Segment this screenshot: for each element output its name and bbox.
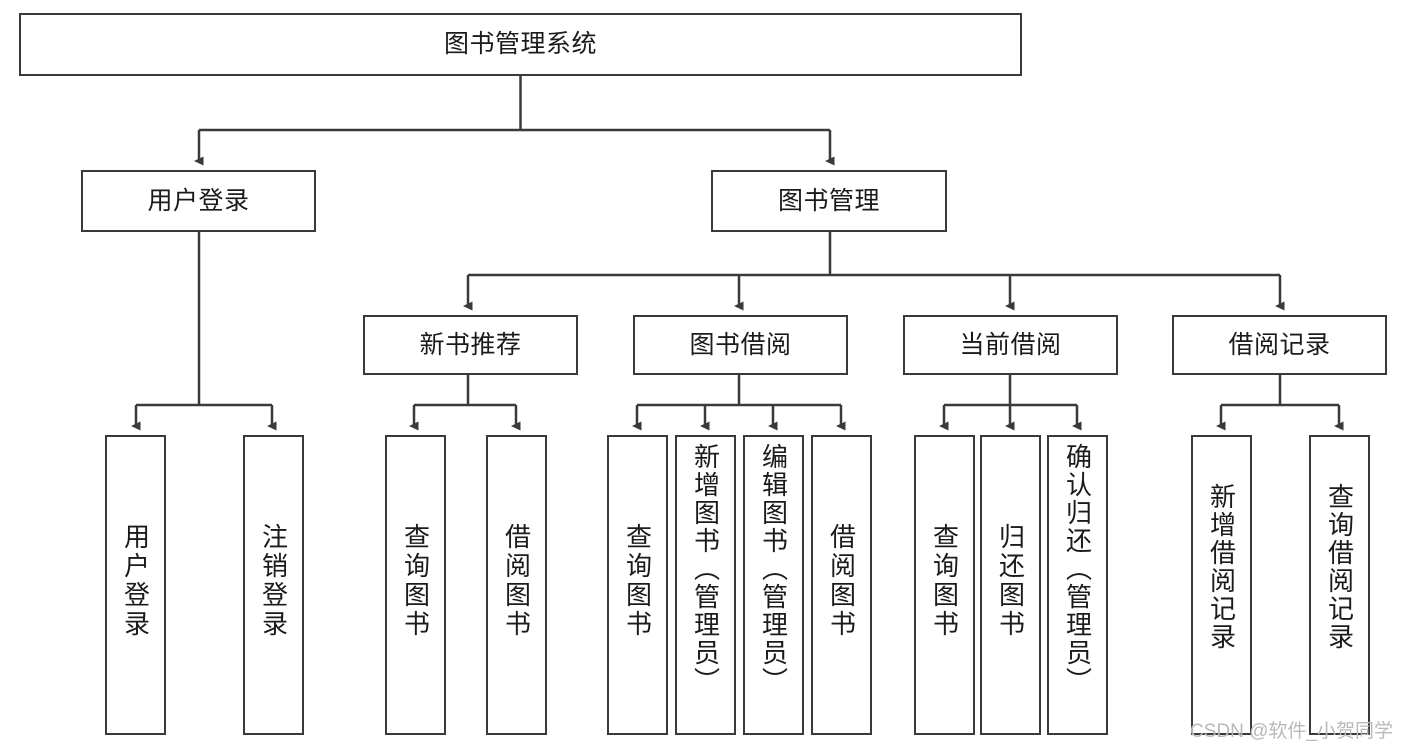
node-label: 新增图书（管理员） [690, 443, 721, 695]
leaf-edit-book-admin[interactable]: 编辑图书（管理员） [743, 435, 804, 735]
leaf-borrow-book-new[interactable]: 借阅图书 [486, 435, 547, 735]
leaf-borrow-book[interactable]: 借阅图书 [811, 435, 872, 735]
watermark-text: CSDN @软件_小贺同学 [1190, 721, 1393, 742]
node-label: 图书借阅 [689, 330, 792, 359]
node-user-login[interactable]: 用户登录 [81, 170, 316, 232]
node-label: 确认归还（管理员） [1062, 443, 1093, 695]
leaf-query-book-borrow[interactable]: 查询图书 [607, 435, 668, 735]
node-label: 用户登录 [147, 186, 250, 215]
leaf-query-book-current[interactable]: 查询图书 [914, 435, 975, 735]
node-label: 图书管理 [777, 186, 880, 215]
leaf-user-login[interactable]: 用户登录 [105, 435, 166, 735]
node-borrow-record[interactable]: 借阅记录 [1172, 315, 1387, 375]
node-label: 查询图书 [622, 523, 653, 639]
node-book-management[interactable]: 图书管理 [711, 170, 947, 232]
node-new-book-recommend[interactable]: 新书推荐 [363, 315, 578, 375]
node-label: 借阅图书 [501, 523, 532, 639]
node-current-borrow[interactable]: 当前借阅 [903, 315, 1118, 375]
node-label: 查询图书 [929, 523, 960, 639]
node-label: 用户登录 [120, 523, 151, 639]
node-label: 新增借阅记录 [1206, 483, 1237, 651]
leaf-query-book-new[interactable]: 查询图书 [385, 435, 446, 735]
node-label: 查询图书 [400, 523, 431, 639]
node-label: 借阅图书 [826, 523, 857, 639]
leaf-confirm-return-admin[interactable]: 确认归还（管理员） [1047, 435, 1108, 735]
leaf-user-logout[interactable]: 注销登录 [243, 435, 304, 735]
node-label: 注销登录 [258, 523, 289, 639]
node-label: 当前借阅 [959, 330, 1062, 359]
leaf-return-book[interactable]: 归还图书 [980, 435, 1041, 735]
node-label: 编辑图书（管理员） [758, 443, 789, 695]
node-label: 借阅记录 [1228, 330, 1331, 359]
node-label: 图书管理系统 [443, 30, 597, 58]
leaf-query-borrow-record[interactable]: 查询借阅记录 [1309, 435, 1370, 735]
leaf-add-borrow-record[interactable]: 新增借阅记录 [1191, 435, 1252, 735]
node-root-system[interactable]: 图书管理系统 [19, 13, 1022, 76]
node-label: 新书推荐 [419, 330, 522, 359]
node-label: 查询借阅记录 [1324, 483, 1355, 651]
node-label: 归还图书 [995, 523, 1026, 639]
leaf-add-book-admin[interactable]: 新增图书（管理员） [675, 435, 736, 735]
node-book-borrow[interactable]: 图书借阅 [633, 315, 848, 375]
